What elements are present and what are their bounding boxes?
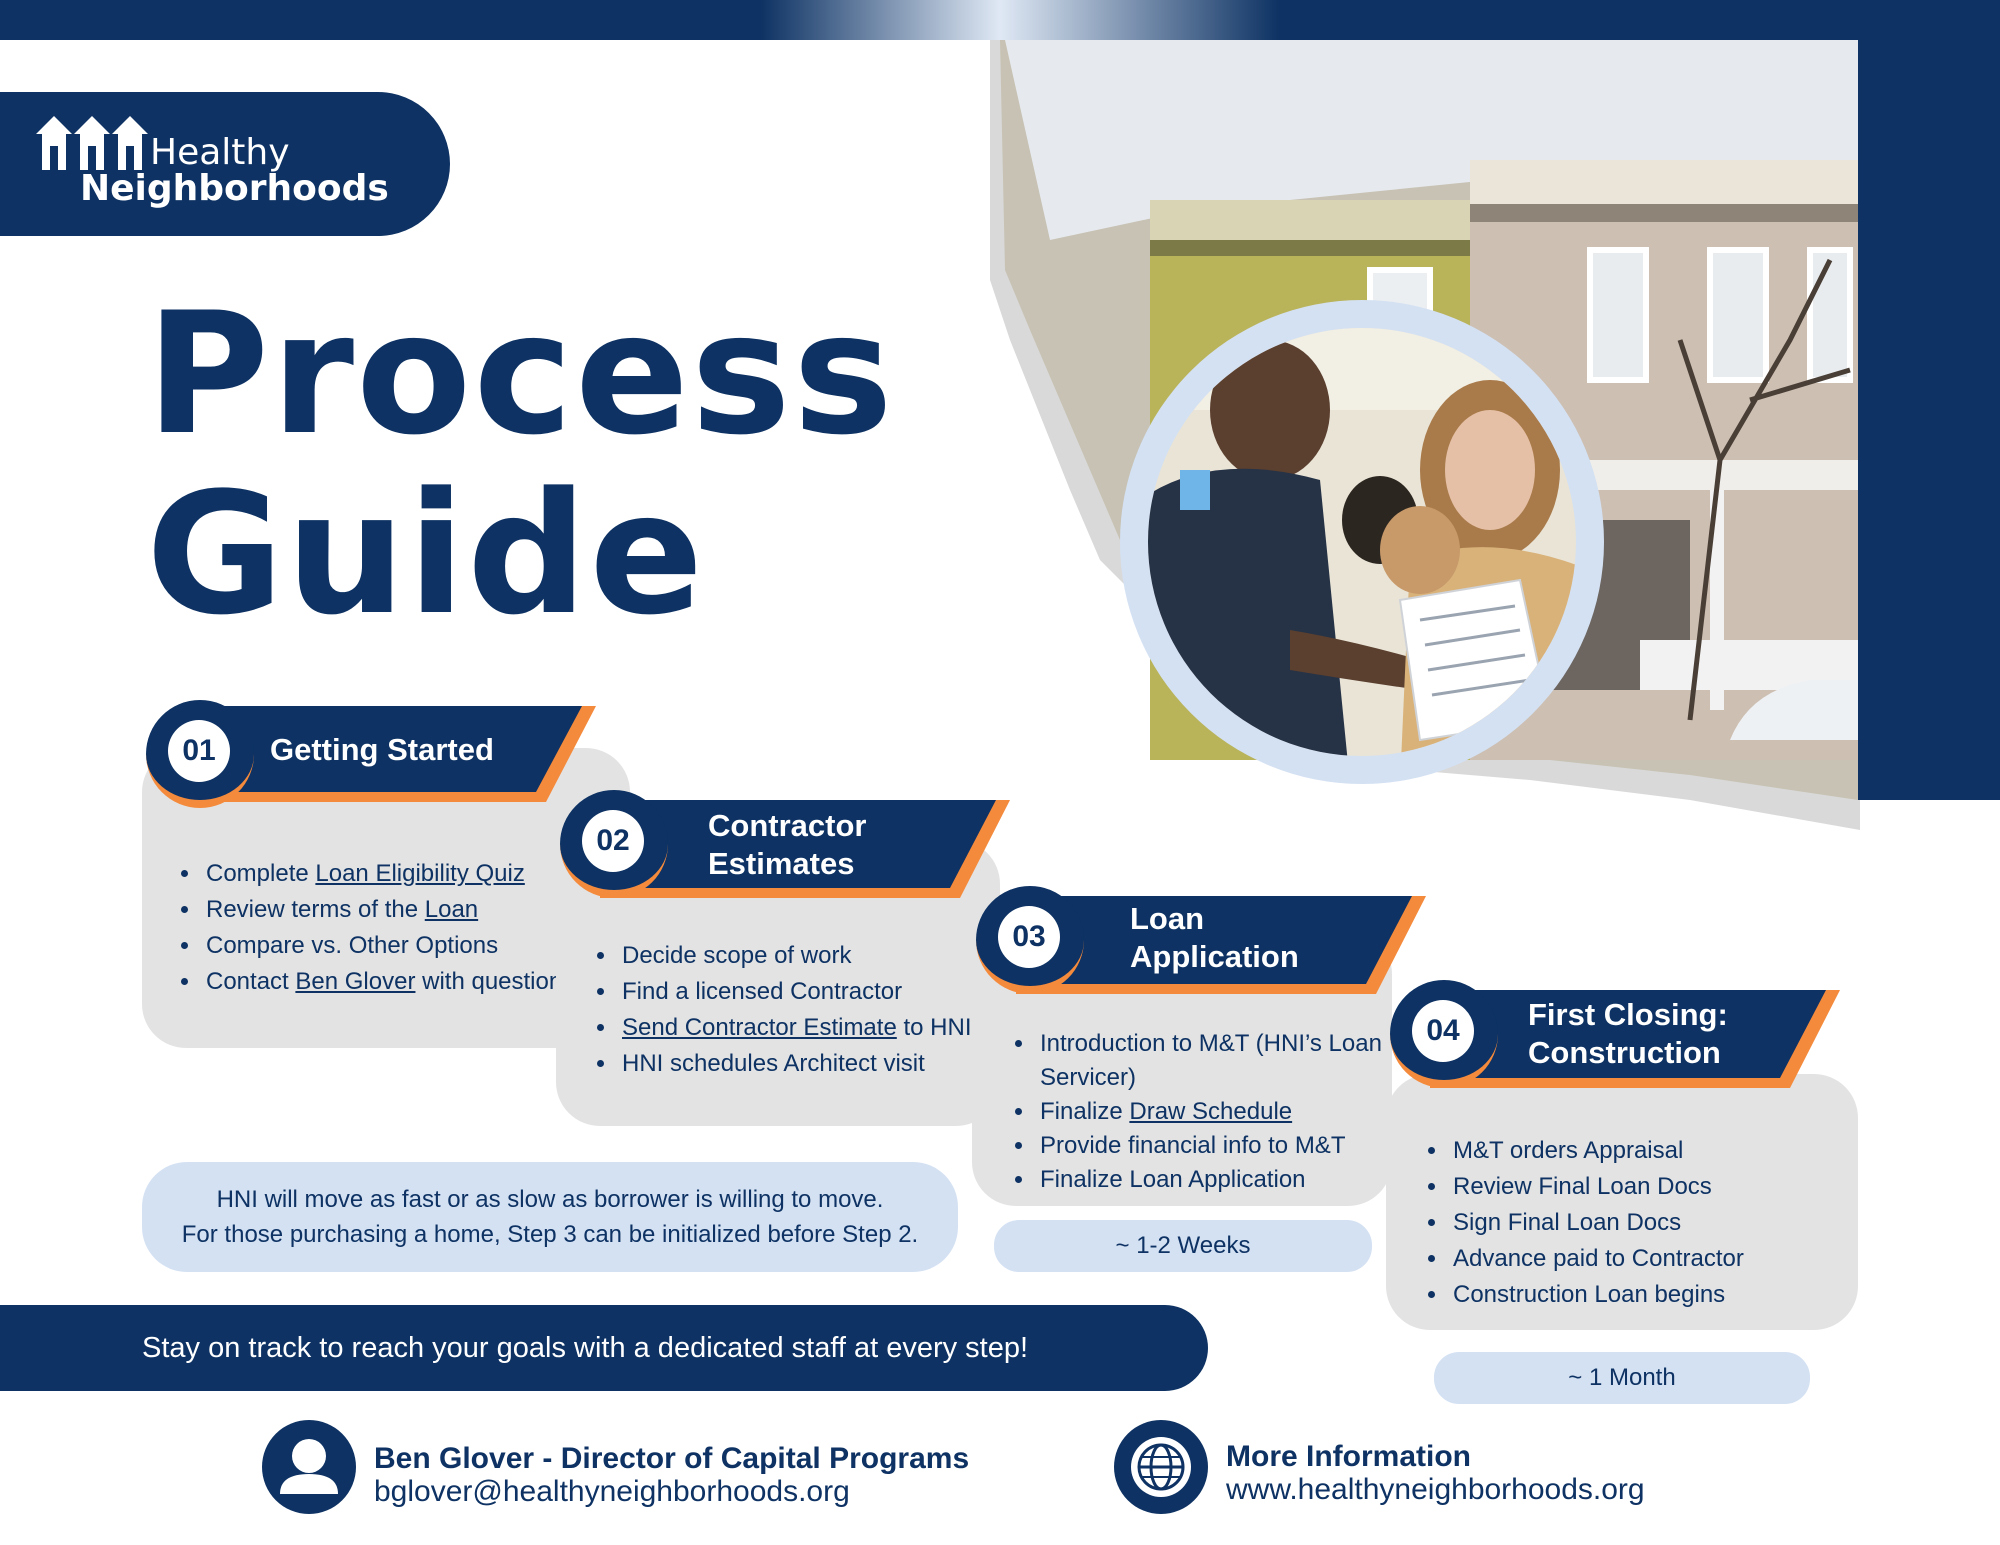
list-item: Finalize Draw Schedule: [1036, 1095, 1416, 1129]
list-item: M&T orders Appraisal: [1449, 1133, 1869, 1169]
list-item: Contact Ben Glover with questions: [202, 964, 602, 1000]
step-04-number: 04: [1412, 1000, 1474, 1062]
step-03-title-line1: Loan: [1130, 901, 1205, 936]
list-item: Review Final Loan Docs: [1449, 1169, 1869, 1205]
send-contractor-estimate-link[interactable]: Send Contractor Estimate: [622, 1014, 897, 1041]
list-item: Compare vs. Other Options: [202, 928, 602, 964]
contact-name: Ben Glover - Director of Capital Program…: [374, 1442, 970, 1475]
step-02-badge: 02: [560, 790, 668, 898]
step-04-duration: ~ 1 Month: [1434, 1352, 1810, 1404]
step-04-banner: [1430, 990, 1840, 1088]
step-01-banner: [186, 706, 596, 802]
step-02-number: 02: [582, 810, 644, 872]
step-03-title-line2: Application: [1130, 939, 1299, 974]
step-01-list: Complete Loan Eligibility Quiz Review te…: [168, 856, 602, 1000]
step-02-list: Decide scope of work Find a licensed Con…: [584, 938, 1018, 1082]
step-01-title-line1: Getting Started: [270, 732, 494, 767]
more-info-title: More Information: [1226, 1440, 1471, 1473]
globe-icon: [1114, 1420, 1208, 1514]
top-bar: [0, 0, 2000, 40]
timing-note-line1: HNI will move as fast or as slow as borr…: [216, 1186, 884, 1213]
list-item: Send Contractor Estimate to HNI: [618, 1010, 1018, 1046]
step-02-title-line2: Estimates: [708, 846, 855, 881]
step-03-badge: 03: [976, 886, 1084, 994]
step-03-banner: [1016, 896, 1426, 994]
step-04-title-line1: First Closing:: [1528, 997, 1728, 1032]
step-04-title-line2: Construction: [1528, 1035, 1721, 1070]
right-bar: [1858, 40, 2000, 800]
tagline-bar: Stay on track to reach your goals with a…: [0, 1305, 1208, 1391]
houses-logo-icon: [36, 116, 148, 170]
step-03-title: Loan Application: [1130, 900, 1430, 976]
list-item: Finalize Loan Application: [1036, 1163, 1416, 1197]
step-04-card: [1386, 1074, 1858, 1330]
list-item: Introduction to M&T (HNI’s Loan Servicer…: [1036, 1027, 1416, 1095]
timing-note-line2: For those purchasing a home, Step 3 can …: [181, 1221, 919, 1248]
list-item: Find a licensed Contractor: [618, 974, 1018, 1010]
person-icon: [262, 1420, 356, 1514]
people-photo: [1120, 300, 1604, 784]
logo-text-neighborhoods: Neighborhoods: [80, 168, 389, 209]
step-04-badge: 04: [1390, 980, 1498, 1088]
page-title-line2: Guide: [146, 456, 706, 652]
list-item: Construction Loan begins: [1449, 1277, 1869, 1313]
step-02-title-line1: Contractor: [708, 808, 867, 843]
step-03-list: Introduction to M&T (HNI’s Loan Servicer…: [1002, 1027, 1416, 1197]
list-item: Complete Loan Eligibility Quiz: [202, 856, 602, 892]
step-03-number: 03: [998, 906, 1060, 968]
contact-email[interactable]: bglover@healthyneighborhoods.org: [374, 1475, 850, 1508]
page-title-line1: Process: [146, 276, 895, 472]
step-04-list: M&T orders Appraisal Review Final Loan D…: [1415, 1133, 1869, 1313]
step-04-title: First Closing: Construction: [1528, 996, 1848, 1072]
step-02-banner: [600, 800, 1010, 898]
step-03-duration: ~ 1-2 Weeks: [994, 1220, 1372, 1272]
step-01-title: Getting Started: [270, 731, 590, 769]
list-item: HNI schedules Architect visit: [618, 1046, 1018, 1082]
list-item: Review terms of the Loan: [202, 892, 602, 928]
list-item: Advance paid to Contractor: [1449, 1241, 1869, 1277]
logo-text-healthy: Healthy: [150, 132, 290, 173]
more-info-url[interactable]: www.healthyneighborhoods.org: [1226, 1473, 1645, 1506]
ben-glover-link[interactable]: Ben Glover: [295, 968, 416, 995]
step-01-number: 01: [168, 720, 230, 782]
step-02-title: Contractor Estimates: [708, 807, 1008, 883]
timing-note: HNI will move as fast or as slow as borr…: [142, 1162, 958, 1272]
list-item: Decide scope of work: [618, 938, 1018, 974]
logo-banner: [0, 92, 450, 236]
list-item: Provide financial info to M&T: [1036, 1129, 1416, 1163]
draw-schedule-link[interactable]: Draw Schedule: [1129, 1098, 1293, 1125]
loan-link[interactable]: Loan: [424, 896, 479, 923]
step-01-badge: 01: [146, 700, 254, 808]
list-item: Sign Final Loan Docs: [1449, 1205, 1869, 1241]
loan-eligibility-quiz-link[interactable]: Loan Eligibility Quiz: [315, 860, 525, 887]
